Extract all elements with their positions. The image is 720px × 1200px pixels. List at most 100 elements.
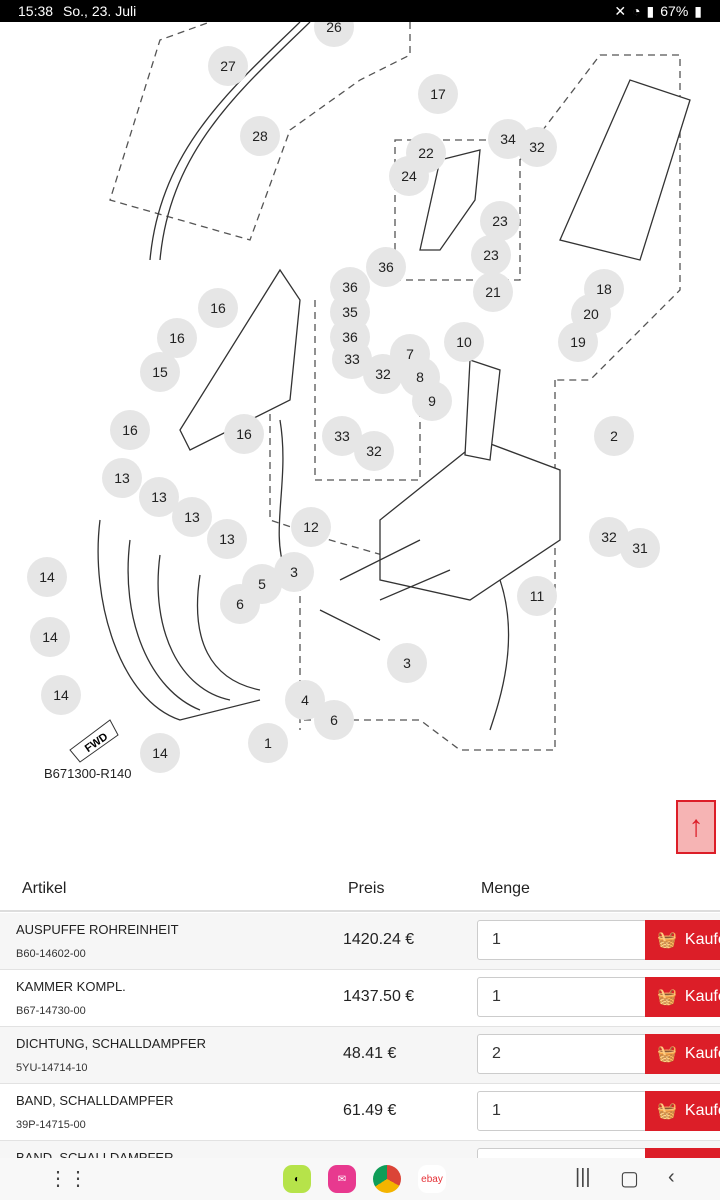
callout-circle xyxy=(473,272,513,312)
callout-circle xyxy=(198,288,238,328)
wifi-icon: ◔ xyxy=(632,3,641,19)
callout-circle xyxy=(366,247,406,287)
parts-table-header: Artikel Preis Menge xyxy=(0,870,720,912)
callout-circle xyxy=(418,74,458,114)
callout-number: 21 xyxy=(485,284,501,300)
buy-button[interactable]: 🧺 Kaufen xyxy=(645,1091,720,1131)
ebay-label: ebay xyxy=(421,1173,443,1185)
callout-number: 15 xyxy=(152,364,168,380)
callout-number: 8 xyxy=(416,369,424,385)
basket-icon: 🧺 xyxy=(657,989,677,1006)
callout-circle xyxy=(558,322,598,362)
callout-number: 23 xyxy=(483,247,499,263)
buy-button[interactable]: 🧺 Kaufen xyxy=(645,920,720,960)
callout-circle xyxy=(30,617,70,657)
callout-number: 36 xyxy=(342,279,358,295)
buy-button[interactable]: 🧺Kaufen xyxy=(645,1034,720,1074)
android-nav-bar: ⋮⋮ ◐ ✉ ebay ||| ▢ ‹ xyxy=(0,1158,720,1200)
callout-number: 36 xyxy=(342,329,358,345)
quantity-input[interactable]: 1 xyxy=(477,977,647,1017)
callout-circle xyxy=(517,576,557,616)
callout-number: 6 xyxy=(236,596,244,612)
app-drawer-icon[interactable]: ⋮⋮ xyxy=(48,1168,88,1190)
callout-circle xyxy=(224,414,264,454)
callout-number: 33 xyxy=(344,351,360,367)
callout-number: 22 xyxy=(418,145,434,161)
table-row: AUSPUFFE ROHREINHEIT B60-14602-00 1420.2… xyxy=(0,913,720,970)
table-row: BAND, SCHALLDAMPFER 39P-14715-00 61.49 €… xyxy=(0,1084,720,1141)
callout-circle xyxy=(471,235,511,275)
battery-icon: ▮ xyxy=(694,2,702,19)
home-button[interactable]: ▢ xyxy=(620,1168,639,1190)
recents-button[interactable]: ||| xyxy=(575,1166,591,1188)
callout-number: 17 xyxy=(430,86,446,102)
scroll-to-top-button[interactable]: ↑ xyxy=(676,800,716,854)
buy-label: Kaufen xyxy=(684,1102,720,1119)
battery-level: 67% xyxy=(660,3,689,19)
callout-number: 5 xyxy=(258,576,266,592)
buy-button[interactable]: 🧺Kaufen xyxy=(645,977,720,1017)
signal-icon: ▮ xyxy=(646,2,655,19)
callout-circle xyxy=(314,22,354,47)
callout-number: 32 xyxy=(366,443,382,459)
part-number: 5YU-14714-10 xyxy=(16,1062,88,1074)
basket-icon: 🧺 xyxy=(657,1103,677,1120)
quantity-input[interactable]: 1 xyxy=(477,1091,647,1131)
callout-circle xyxy=(354,431,394,471)
part-number: B60-14602-00 xyxy=(16,948,86,960)
callout-number: 35 xyxy=(342,304,358,320)
callout-number: 13 xyxy=(219,531,235,547)
callout-number: 27 xyxy=(220,58,236,74)
callout-number: 2 xyxy=(610,428,618,444)
app-icon-green[interactable]: ◐ xyxy=(283,1165,311,1193)
chrome-app-icon[interactable] xyxy=(373,1165,401,1193)
callout-number: 18 xyxy=(596,281,612,297)
fwd-arrow xyxy=(69,719,119,763)
callout-number: 16 xyxy=(210,300,226,316)
callout-circle xyxy=(220,584,260,624)
callout-number: 31 xyxy=(632,540,648,556)
callout-number: 24 xyxy=(401,168,417,184)
callout-number: 16 xyxy=(122,422,138,438)
callout-number: 16 xyxy=(236,426,252,442)
callout-circle xyxy=(517,127,557,167)
mail-app-icon[interactable]: ✉ xyxy=(328,1165,356,1193)
callout-circle xyxy=(480,201,520,241)
callout-number: 4 xyxy=(301,692,309,708)
back-button[interactable]: ‹ xyxy=(668,1166,675,1188)
arrow-up-icon: ↑ xyxy=(688,810,704,843)
callout-number: 6 xyxy=(330,712,338,728)
callout-number: 11 xyxy=(530,588,545,604)
basket-icon: 🧺 xyxy=(657,932,677,949)
callout-number: 20 xyxy=(583,306,599,322)
callout-circle xyxy=(444,322,484,362)
callout-circle xyxy=(102,458,142,498)
callout-circle xyxy=(110,410,150,450)
callout-circle xyxy=(387,643,427,683)
status-bar: 15:38 So., 23. Juli ✕ ◔ ▮ 67% ▮ xyxy=(0,0,720,22)
callout-number: 13 xyxy=(151,489,167,505)
buy-label: Kaufen xyxy=(684,931,720,948)
callout-number: 14 xyxy=(42,629,58,645)
callout-circle xyxy=(248,723,288,763)
part-price: 61.49 € xyxy=(343,1102,397,1119)
callout-circle xyxy=(412,381,452,421)
callout-number: 19 xyxy=(570,334,586,350)
quantity-input[interactable]: 2 xyxy=(477,1034,647,1074)
callout-circle xyxy=(139,477,179,517)
quantity-input[interactable]: 1 xyxy=(477,920,647,960)
table-row: DICHTUNG, SCHALLDAMPFER 5YU-14714-10 48.… xyxy=(0,1027,720,1084)
part-name: AUSPUFFE ROHREINHEIT xyxy=(16,922,179,937)
ebay-app-icon[interactable]: ebay xyxy=(418,1165,446,1193)
callout-circle xyxy=(27,557,67,597)
callout-number: 32 xyxy=(529,139,545,155)
callout-circle xyxy=(208,46,248,86)
callout-number: 23 xyxy=(492,213,508,229)
callout-number: 14 xyxy=(53,687,69,703)
callout-number: 13 xyxy=(114,470,130,486)
callout-number: 34 xyxy=(500,131,516,147)
clock: 15:38 xyxy=(18,3,54,19)
callout-circle xyxy=(140,352,180,392)
part-number: 39P-14715-00 xyxy=(16,1119,86,1131)
